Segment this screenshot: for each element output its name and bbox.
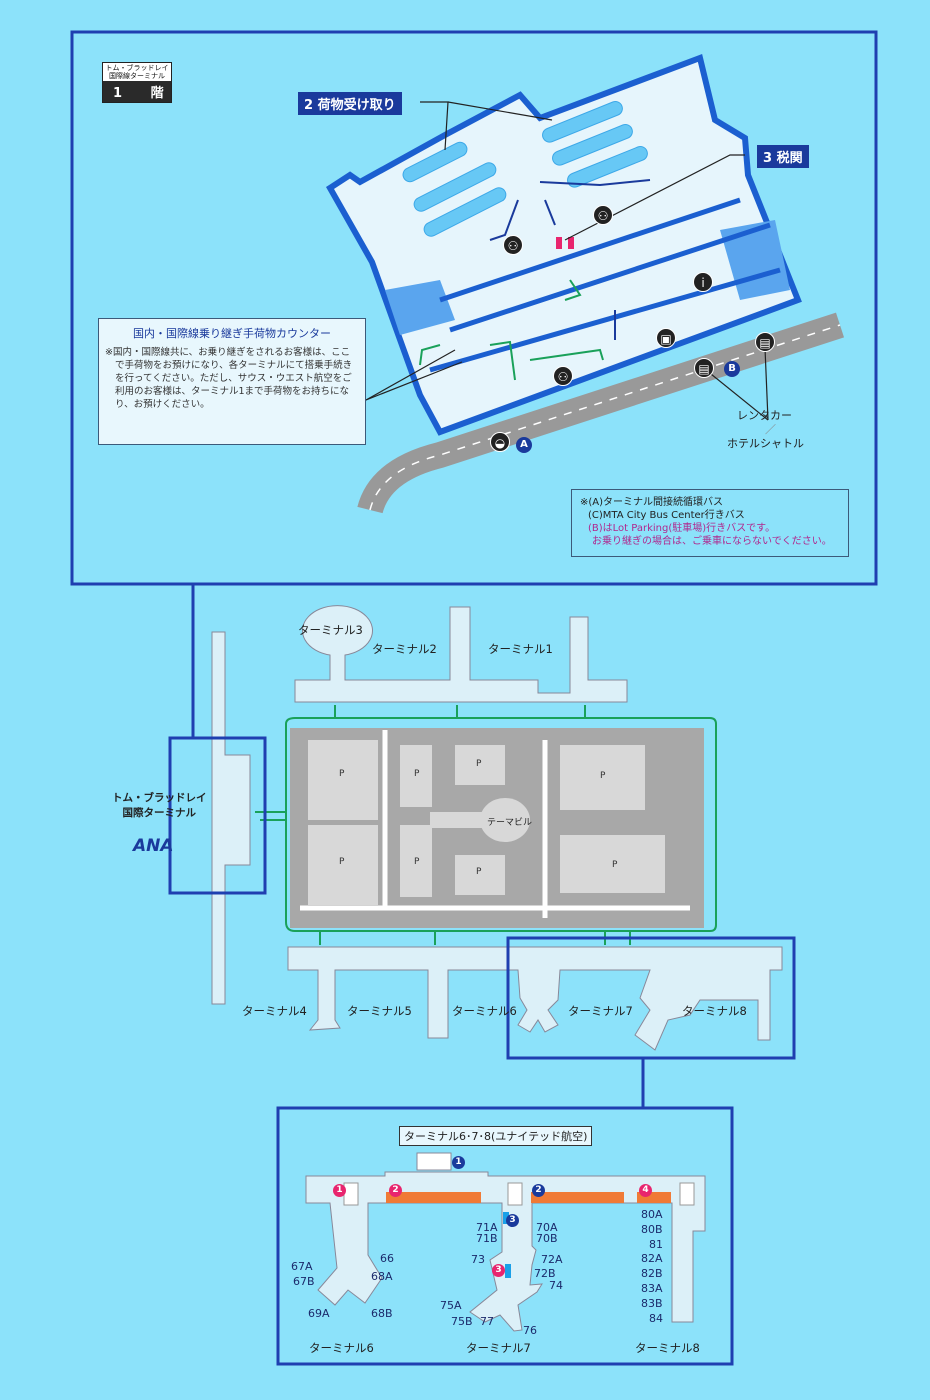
label-separator: ／ [765, 423, 776, 436]
customs-callout: 3 税関 [757, 145, 809, 168]
gate-label: 75A [440, 1299, 462, 1312]
bus-legend: ※(A)ターミナル間接続循環バス (C)MTA City Bus Center行… [571, 489, 849, 557]
ana-logo: ANA [133, 836, 174, 856]
restroom-icon: ⚇ [503, 235, 523, 255]
gate-label: 68B [371, 1307, 393, 1320]
gate-label: 74 [549, 1279, 563, 1292]
terminal-5-label[interactable]: ターミナル5 [347, 1004, 412, 1018]
gate-label: 77 [480, 1315, 494, 1328]
floor-terminal-name: トム・ブラッドレイ 国際線ターミナル [103, 63, 171, 81]
gate-label: 80A [641, 1208, 663, 1221]
tbit-building [211, 631, 251, 1005]
terminal-6-label[interactable]: ターミナル6 [452, 1004, 517, 1018]
gate-label: 81 [649, 1238, 663, 1251]
gate-label: 69A [308, 1307, 330, 1320]
gate-label: 83A [641, 1282, 663, 1295]
road [357, 312, 845, 514]
gate-label: 68A [371, 1270, 393, 1283]
gate-label: 71A [476, 1221, 498, 1234]
gate-label: 66 [380, 1252, 394, 1265]
floor-map-frame [70, 30, 878, 586]
parking-label: P [414, 769, 420, 779]
gate-label: 80B [641, 1223, 663, 1236]
gate-label: 76 [523, 1324, 537, 1337]
information-icon: i [693, 272, 713, 292]
gate-label: 73 [471, 1253, 485, 1266]
terminal-2-label[interactable]: ターミナル2 [372, 642, 437, 656]
gate-label: 84 [649, 1312, 663, 1325]
gate-label: 83B [641, 1297, 663, 1310]
parking-label: P [476, 759, 482, 769]
marker-pink-1: 1 [333, 1184, 346, 1197]
gate-label: 82B [641, 1267, 663, 1280]
terminal-8-label[interactable]: ターミナル8 [682, 1004, 747, 1018]
baggage-service-icon: ▣ [656, 328, 676, 348]
terminal-3-label[interactable]: ターミナル3 [298, 623, 363, 637]
detail-frame [276, 1106, 734, 1366]
marker-navy-2: 2 [532, 1184, 545, 1197]
parking-label: P [600, 771, 606, 781]
floor-level: 1 階 [113, 86, 176, 101]
floor-badge: トム・ブラッドレイ 国際線ターミナル 1 階 [102, 62, 172, 103]
restroom-icon: ⚇ [593, 205, 613, 225]
terminal-1-label[interactable]: ターミナル1 [488, 642, 553, 656]
marker-pink-3: 3 [492, 1264, 505, 1277]
stop-b-badge: B [724, 361, 740, 377]
transfer-baggage-notice: 国内・国際線乗り継ぎ手荷物カウンター ※国内・国際線共に、お乗り継ぎをされるお客… [98, 318, 366, 445]
notice-title: 国内・国際線乗り継ぎ手荷物カウンター [133, 327, 331, 340]
detail-title: ターミナル6･7･8(ユナイテッド航空) [399, 1126, 593, 1146]
detail-terminal-7-label: ターミナル7 [466, 1341, 531, 1355]
rental-car-label: レンタカー [737, 409, 792, 422]
legend-line-c: (C)MTA City Bus Center行きバス [588, 510, 745, 521]
gate-label: 70B [536, 1232, 558, 1245]
restroom-icon: ⚇ [553, 366, 573, 386]
detail-terminal-8-label: ターミナル8 [635, 1341, 700, 1355]
parking-label: P [476, 867, 482, 877]
gate-label: 67A [291, 1260, 313, 1273]
marker-navy-3: 3 [506, 1214, 519, 1227]
gate-label: 71B [476, 1232, 498, 1245]
stop-a-badge: A [516, 437, 532, 453]
gate-label: 70A [536, 1221, 558, 1234]
notice-body: ※国内・国際線共に、お乗り継ぎをされるお客様は、ここで手荷物をお預けになり、各タ… [105, 347, 353, 410]
south-terminals [287, 946, 783, 1051]
gate-label: 72B [534, 1267, 556, 1280]
gate-label: 67B [293, 1275, 315, 1288]
terminal-7-label[interactable]: ターミナル7 [568, 1004, 633, 1018]
marker-pink-2: 2 [389, 1184, 402, 1197]
legend-line-a: ※(A)ターミナル間接続循環バス [580, 497, 724, 508]
bus-icon: ▤ [694, 358, 714, 378]
shuttle-bus-icon: ▤ [755, 332, 775, 352]
taxi-icon: ◒ [490, 432, 510, 452]
north-terminals [294, 605, 628, 703]
parking-label: P [612, 860, 618, 870]
marker-pink-4: 4 [639, 1184, 652, 1197]
baggage-claim-callout: 2 荷物受け取り [298, 92, 402, 115]
legend-warning: お乗り継ぎの場合は、ご乗車にならないでください。 [592, 536, 832, 547]
theme-building-label: テーマビル [487, 818, 533, 828]
detail-terminal-6-label: ターミナル6 [309, 1341, 374, 1355]
parking-label: P [339, 769, 345, 779]
parking-label: P [414, 857, 420, 867]
gate-label: 72A [541, 1253, 563, 1266]
parking-label: P [339, 857, 345, 867]
legend-line-b: (B)はLot Parking(駐車場)行きバスです。 [588, 523, 776, 534]
terminal-4-label[interactable]: ターミナル4 [242, 1004, 307, 1018]
gate-label: 82A [641, 1252, 663, 1265]
hotel-shuttle-label: ホテルシャトル [727, 437, 804, 450]
gate-label: 75B [451, 1315, 473, 1328]
tbit-label[interactable]: トム・ブラッドレイ 国際ターミナル [112, 792, 207, 819]
marker-navy-1: 1 [452, 1156, 465, 1169]
